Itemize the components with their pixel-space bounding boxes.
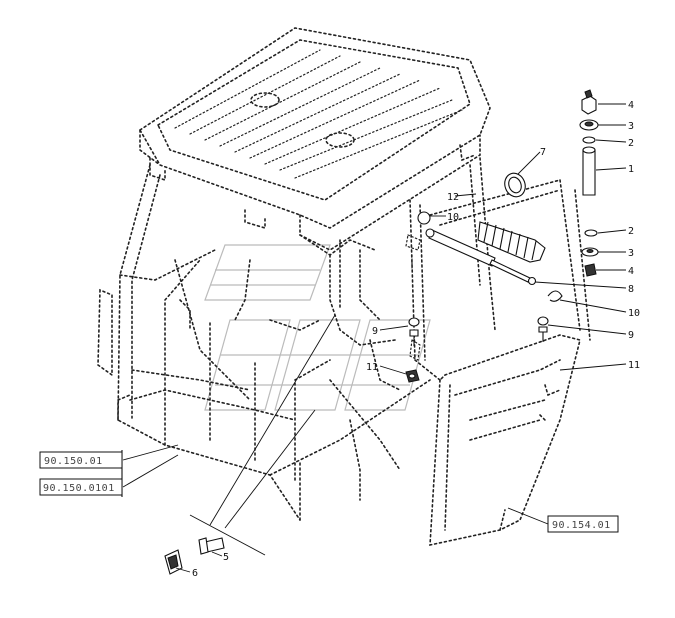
callout-numbers: 4 3 2 1 2 3 4 7 12 10 8 10 9 11 9 11 5 6 [192, 100, 640, 579]
washer-part-2-top [582, 136, 596, 144]
callout-11-left: 11 [366, 362, 378, 373]
ball-stud-part-9-right [537, 316, 549, 342]
callout-7: 7 [540, 147, 546, 158]
leader-lines [122, 103, 627, 573]
cab-frame [97, 157, 591, 521]
spacer-tube-part-1 [582, 146, 596, 196]
callout-4-bottom: 4 [628, 266, 634, 277]
callout-11-right: 11 [628, 360, 640, 371]
nut-part-4-bottom [584, 263, 597, 277]
callout-10-right: 10 [628, 308, 640, 319]
mounting-bracket-upper [405, 234, 421, 269]
ball-joint-part-10-left [417, 211, 431, 225]
callout-12: 12 [447, 192, 459, 203]
ball-stud-part-9-left [408, 317, 420, 346]
callout-4-top: 4 [628, 100, 634, 111]
cab-door [429, 334, 581, 547]
reference-box-90-154-01[interactable]: 90.154.01 [547, 515, 619, 533]
reference-text-1: 90.150.01 [44, 456, 103, 467]
mounting-bracket-lower [409, 338, 421, 361]
bellows-boot-part-12 [477, 221, 546, 263]
callout-6: 6 [192, 568, 198, 579]
pin-part-5 [198, 537, 225, 555]
bolt-part-4-top [581, 89, 597, 115]
callout-3-bottom: 3 [628, 248, 634, 259]
reference-text-2: 90.150.0101 [43, 483, 115, 494]
callout-5: 5 [223, 552, 229, 563]
nut-part-11-left [405, 369, 420, 383]
band-part-7 [504, 172, 526, 198]
cab-roof [138, 27, 491, 251]
callout-10-left: 10 [447, 212, 459, 223]
callout-9-right: 9 [628, 330, 634, 341]
reference-box-90-150-0101[interactable]: 90.150.0101 [39, 478, 123, 496]
clip-part-6 [164, 549, 183, 575]
washer-part-3-bottom [581, 247, 599, 257]
washer-part-3-top [579, 119, 599, 131]
callout-2-top: 2 [628, 138, 634, 149]
callout-9-left: 9 [372, 326, 378, 337]
callout-2-bottom: 2 [628, 226, 634, 237]
washer-part-2-bottom [584, 229, 598, 237]
reference-text-3: 90.154.01 [552, 520, 611, 531]
gas-spring-part-8 [425, 228, 537, 286]
clip-part-10-right [547, 290, 563, 302]
callout-8: 8 [628, 284, 634, 295]
callout-3-top: 3 [628, 121, 634, 132]
callout-1: 1 [628, 164, 634, 175]
